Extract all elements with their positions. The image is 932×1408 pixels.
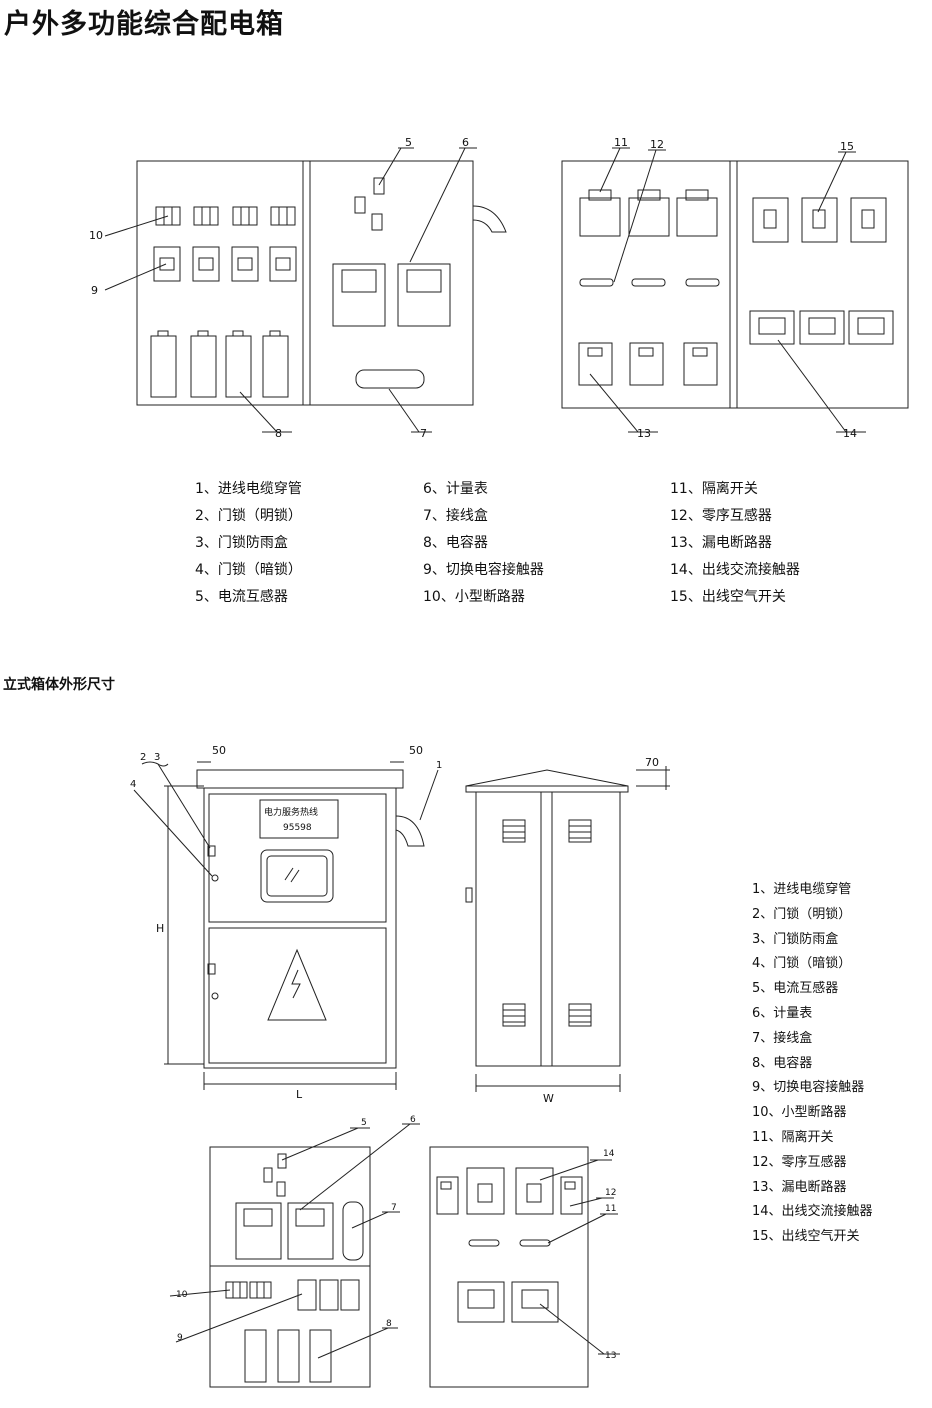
meter-left-icon [332, 263, 386, 327]
legend-column-3: 11、隔离开关 12、零序互感器 13、漏电断路器 14、出线交流接触器 15、… [670, 476, 800, 611]
side-view-cabinet: W 70 [465, 756, 670, 1105]
service-hotline-sign [259, 799, 339, 839]
legend-item: 11、隔离开关 [670, 481, 758, 497]
meter-window [260, 849, 334, 903]
callout-label: 12 [605, 1188, 616, 1198]
legend-item: 10、小型断路器 [423, 589, 525, 605]
section-subtitle: 立式箱体外形尺寸 [3, 677, 115, 693]
legend-item: 10、小型断路器 [752, 1105, 847, 1121]
top-right-cabinet: 11 12 15 13 14 [561, 136, 909, 440]
callout-label: 8 [386, 1319, 392, 1329]
legend-item: 12、零序互感器 [752, 1154, 847, 1170]
legend-bottom: 1、进线电缆穿管 2、门锁（明锁） 3、门锁防雨盒 4、门锁（暗锁） 5、电流互… [752, 878, 873, 1250]
callout-label: 2 [140, 752, 146, 763]
callout-label: 9 [91, 284, 98, 297]
vent-slots [502, 819, 592, 1027]
door-lock-icon [211, 874, 219, 882]
legend-item: 8、电容器 [752, 1055, 813, 1071]
lock-box-icon [207, 845, 216, 857]
legend-item: 4、门锁（暗锁） [752, 956, 852, 972]
zero-sequence-ct-row [579, 278, 720, 287]
height-label: H [156, 922, 164, 935]
cable-conduit-icon [472, 205, 507, 233]
dim-top-right: 50 [409, 744, 423, 757]
bottom-left-panel: 5 6 7 10 9 8 [169, 1115, 420, 1388]
legend-item: 1、进线电缆穿管 [752, 882, 852, 897]
junction-box-icon [355, 369, 425, 389]
callout-label: 6 [462, 136, 469, 149]
callout-label: 15 [840, 140, 854, 153]
callout-label: 3 [154, 752, 160, 763]
legend-item: 2、门锁（明锁） [752, 906, 852, 922]
legend-item: 9、切换电容接触器 [423, 562, 544, 578]
high-voltage-warning-icon [267, 948, 327, 1021]
ac-contactors-row [749, 310, 894, 345]
callout-label: 8 [275, 427, 282, 440]
legend-column-2: 6、计量表 7、接线盒 8、电容器 9、切换电容接触器 10、小型断路器 [423, 476, 544, 611]
capacitor-contactors-row [153, 246, 297, 282]
legend-item: 11、隔离开关 [752, 1129, 834, 1145]
legend-item: 5、电流互感器 [752, 981, 839, 997]
callout-label: 1 [436, 760, 442, 771]
legend-item: 14、出线交流接触器 [670, 562, 800, 578]
air-switches-row [752, 197, 887, 243]
legend-item: 13、漏电断路器 [670, 535, 772, 551]
width-label: W [543, 1092, 554, 1105]
legend-item: 7、接线盒 [423, 508, 488, 524]
callout-label: 7 [391, 1203, 397, 1213]
legend-item: 6、计量表 [423, 481, 488, 497]
dim-top: 70 [645, 756, 659, 769]
callout-label: 10 [89, 229, 103, 242]
legend-item: 15、出线空气开关 [752, 1229, 860, 1245]
callout-label: 10 [176, 1290, 188, 1300]
legend-item: 3、门锁防雨盒 [195, 535, 288, 551]
callout-label: 5 [361, 1118, 367, 1128]
page-title: 户外多功能综合配电箱 [4, 9, 284, 40]
top-left-cabinet: 10 9 8 5 6 7 [89, 136, 507, 440]
callout-label: 4 [130, 779, 136, 790]
legend-item: 9、切换电容接触器 [752, 1080, 865, 1096]
legend-item: 8、电容器 [423, 535, 488, 551]
rcd-breakers-row [578, 342, 718, 386]
callout-label: 14 [603, 1149, 615, 1159]
legend-item: 2、门锁（明锁） [195, 508, 302, 524]
sign-line-1: 电力服务热线 [264, 806, 318, 818]
legend-item: 13、漏电断路器 [752, 1179, 847, 1195]
legend-item: 5、电流互感器 [195, 589, 288, 605]
legend-item: 6、计量表 [752, 1005, 813, 1021]
legend-item: 3、门锁防雨盒 [752, 931, 839, 947]
callout-label: 9 [177, 1333, 183, 1343]
legend-item: 4、门锁（暗锁） [195, 562, 302, 578]
callout-label: 6 [410, 1115, 416, 1125]
callout-label: 13 [605, 1351, 616, 1361]
bottom-right-panel: 14 12 11 13 [429, 1146, 620, 1388]
cable-conduit-icon [395, 815, 425, 847]
mini-breakers-row [155, 206, 296, 226]
front-view-cabinet: 电力服务热线 95598 H L 50 50 2 3 4 1 [130, 744, 442, 1101]
meter-right-icon [397, 263, 451, 327]
legend-item: 14、出线交流接触器 [752, 1204, 873, 1220]
callout-label: 14 [843, 427, 857, 440]
callout-label: 11 [614, 136, 628, 149]
capacitors-row [150, 330, 289, 398]
legend-item: 15、出线空气开关 [670, 589, 786, 605]
callout-label: 12 [650, 138, 664, 151]
callout-label: 13 [637, 427, 651, 440]
sign-line-2: 95598 [283, 823, 312, 833]
callout-label: 5 [405, 136, 412, 149]
length-label: L [296, 1088, 303, 1101]
isolating-switches-row [579, 189, 718, 237]
legend-column-1: 1、进线电缆穿管 2、门锁（明锁） 3、门锁防雨盒 4、门锁（暗锁） 5、电流互… [195, 476, 302, 611]
current-transformer-icon [373, 177, 385, 195]
callout-label: 7 [420, 427, 427, 440]
dim-top-left: 50 [212, 744, 226, 757]
callout-label: 11 [605, 1204, 616, 1214]
legend-item: 7、接线盒 [752, 1030, 813, 1046]
legend-item: 1、进线电缆穿管 [195, 481, 302, 497]
legend-item: 12、零序互感器 [670, 508, 772, 524]
